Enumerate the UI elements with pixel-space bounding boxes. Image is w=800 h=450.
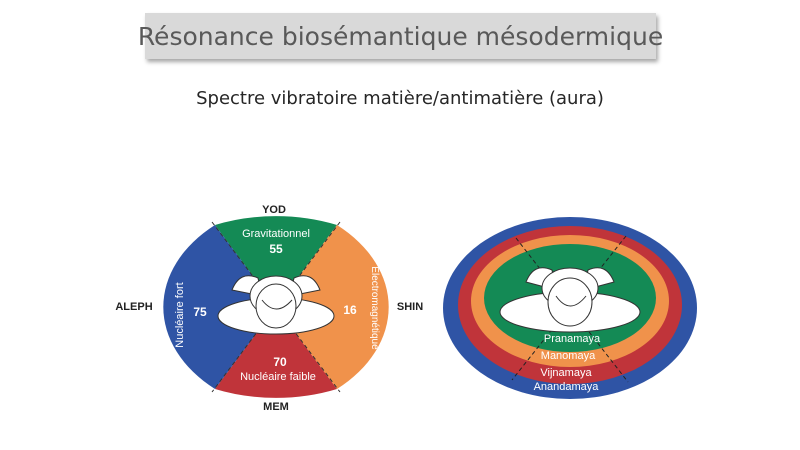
value-gravitational: 55	[269, 242, 283, 256]
slide-subtitle: Spectre vibratoire matière/antimatière (…	[196, 88, 604, 109]
value-strong-nuclear: 75	[193, 305, 207, 319]
label-electromagnetic: Electromagnétique	[369, 266, 380, 350]
letter-mem: MEM	[263, 401, 289, 413]
aura-meditating-figure	[499, 267, 641, 333]
label-weak-nuclear: Nucléaire faible	[240, 371, 316, 383]
label-strong-nuclear: Nucléaire fort	[174, 282, 186, 347]
aura-label-vijnamaya: Vijnamaya	[540, 367, 592, 379]
value-electromagnetic: 16	[343, 303, 357, 317]
aura-diagram: Pranamaya Manomaya Vijnamaya Anandamaya	[443, 217, 697, 399]
aura-label-pranamaya: Pranamaya	[544, 333, 601, 345]
meditating-figure	[217, 275, 335, 335]
slide-title: Résonance biosémantique mésodermique	[137, 21, 664, 51]
slide-title-box: Résonance biosémantique mésodermique	[138, 13, 663, 59]
sector-top-gravitational	[215, 216, 337, 307]
letter-yod: YOD	[262, 204, 286, 216]
sector-left-strong-nuclear	[163, 225, 276, 389]
aura-label-manomaya: Manomaya	[541, 350, 596, 362]
sector-right-electromagnetic	[276, 225, 389, 389]
aura-label-anandamaya: Anandamaya	[534, 381, 600, 393]
forces-diagram: Gravitationnel 55 Nucléaire faible 70 Nu…	[115, 204, 423, 413]
letter-shin: SHIN	[397, 301, 423, 313]
sector-bottom-weak-nuclear	[215, 307, 337, 398]
value-weak-nuclear: 70	[273, 355, 287, 369]
letter-aleph: ALEPH	[115, 301, 152, 313]
label-gravitational: Gravitationnel	[242, 228, 310, 240]
